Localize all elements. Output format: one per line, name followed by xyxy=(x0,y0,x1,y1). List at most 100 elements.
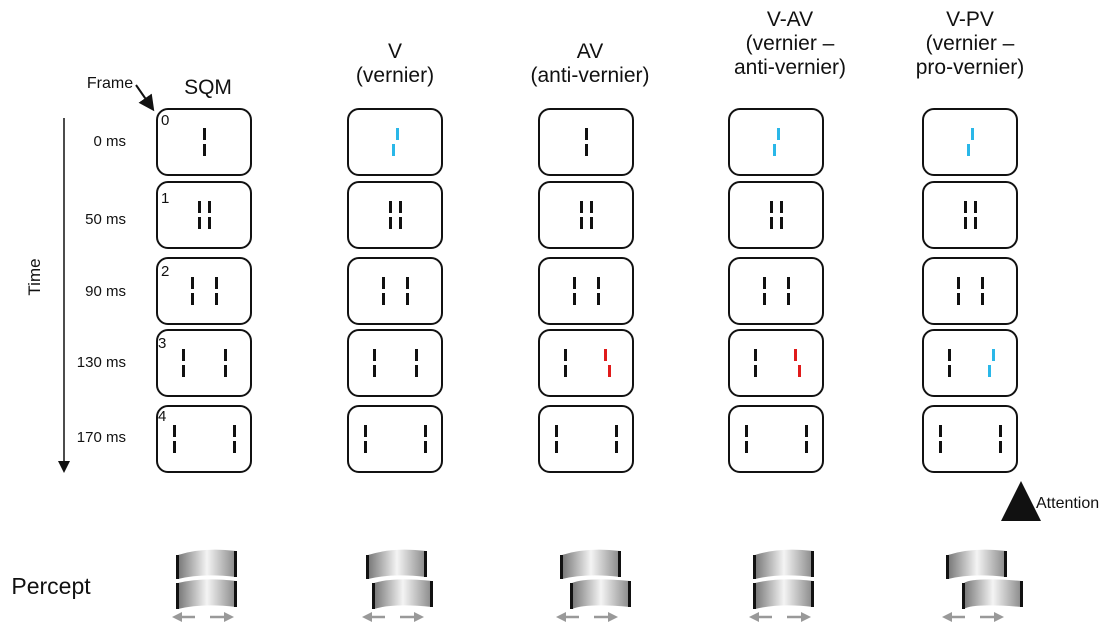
line-right-top xyxy=(208,201,211,213)
line-center-top xyxy=(971,128,974,140)
line-left-bottom xyxy=(364,441,367,453)
line-right-top xyxy=(787,277,790,289)
line-right-top xyxy=(794,349,797,361)
line-right-bottom xyxy=(974,217,977,229)
frame-c4-r1 xyxy=(922,181,1018,249)
frame-number-1: 1 xyxy=(161,190,170,207)
line-right-bottom xyxy=(805,441,808,453)
line-right-bottom xyxy=(615,441,618,453)
line-right-top xyxy=(597,277,600,289)
frame-pointer-arrow xyxy=(135,84,155,112)
attention-label: Attention xyxy=(1036,495,1100,512)
frame-label: Frame xyxy=(86,75,134,92)
line-right-bottom xyxy=(399,217,402,229)
line-right-top xyxy=(215,277,218,289)
line-left-bottom xyxy=(555,441,558,453)
col-title-v: V (vernier) xyxy=(330,40,460,88)
frame-c0-r4 xyxy=(156,405,252,473)
line-left-top xyxy=(948,349,951,361)
percept-1 xyxy=(362,549,433,622)
line-right-bottom xyxy=(798,365,801,377)
line-right-bottom xyxy=(780,217,783,229)
col-title-av: AV (anti-vernier) xyxy=(510,40,670,88)
frame-c0-r3 xyxy=(156,329,252,397)
time-label-4: 170 ms xyxy=(76,429,126,446)
line-left-bottom xyxy=(373,365,376,377)
line-left-top xyxy=(382,277,385,289)
line-right-top xyxy=(981,277,984,289)
line-center-bottom xyxy=(203,144,206,156)
col-title-v-line1: V xyxy=(387,40,402,63)
line-right-bottom xyxy=(424,441,427,453)
col-title-v-av-line2: (vernier – xyxy=(745,32,835,55)
line-left-top xyxy=(573,277,576,289)
col-title-v-pv-line2: (vernier – xyxy=(925,32,1015,55)
line-right-top xyxy=(399,201,402,213)
line-left-top xyxy=(763,277,766,289)
line-right-top xyxy=(615,425,618,437)
line-left-bottom xyxy=(573,293,576,305)
line-left-top xyxy=(555,425,558,437)
percept-2 xyxy=(556,549,631,622)
frame-c4-r2 xyxy=(922,257,1018,325)
frame-c2-r0 xyxy=(538,108,634,176)
line-center-top xyxy=(396,128,399,140)
col-title-v-pv-line3: pro-vernier) xyxy=(915,56,1025,79)
frame-c2-r1 xyxy=(538,181,634,249)
line-left-top xyxy=(191,277,194,289)
line-left-top xyxy=(745,425,748,437)
line-left-bottom xyxy=(957,293,960,305)
line-right-top xyxy=(780,201,783,213)
frame-c0-r0 xyxy=(156,108,252,176)
col-title-v-av-line1: V-AV xyxy=(766,8,814,31)
line-center-bottom xyxy=(773,144,776,156)
line-right-top xyxy=(805,425,808,437)
col-title-av-line2: (anti-vernier) xyxy=(530,64,650,87)
line-right-bottom xyxy=(208,217,211,229)
frame-c2-r3 xyxy=(538,329,634,397)
line-left-bottom xyxy=(382,293,385,305)
line-right-top xyxy=(424,425,427,437)
col-title-v-av-line3: anti-vernier) xyxy=(733,56,847,79)
line-right-top xyxy=(233,425,236,437)
line-center-bottom xyxy=(585,144,588,156)
frame-c4-r3 xyxy=(922,329,1018,397)
line-right-bottom xyxy=(787,293,790,305)
line-left-bottom xyxy=(763,293,766,305)
frame-number-2: 2 xyxy=(161,263,170,280)
line-left-top xyxy=(770,201,773,213)
line-left-bottom xyxy=(964,217,967,229)
line-left-top xyxy=(964,201,967,213)
line-right-bottom xyxy=(590,217,593,229)
col-title-v-av: V-AV (vernier – anti-vernier) xyxy=(700,8,880,80)
time-label-3: 130 ms xyxy=(76,354,126,371)
line-left-top xyxy=(373,349,376,361)
col-title-v-line2: (vernier) xyxy=(355,64,435,87)
line-left-bottom xyxy=(173,441,176,453)
line-right-bottom xyxy=(415,365,418,377)
line-right-bottom xyxy=(981,293,984,305)
line-left-top xyxy=(754,349,757,361)
frame-c0-r1 xyxy=(156,181,252,249)
line-left-bottom xyxy=(182,365,185,377)
line-right-bottom xyxy=(215,293,218,305)
line-left-top xyxy=(939,425,942,437)
line-right-top xyxy=(415,349,418,361)
col-title-av-line1: AV xyxy=(576,40,604,63)
line-right-top xyxy=(604,349,607,361)
line-right-top xyxy=(992,349,995,361)
percept-label: Percept xyxy=(11,573,91,599)
frame-c1-r0 xyxy=(347,108,443,176)
line-right-top xyxy=(590,201,593,213)
line-left-top xyxy=(389,201,392,213)
line-right-bottom xyxy=(233,441,236,453)
frame-number-3: 3 xyxy=(158,335,167,352)
time-label-0: 0 ms xyxy=(93,133,126,150)
time-label-1: 50 ms xyxy=(85,211,126,228)
frame-c3-r0 xyxy=(728,108,824,176)
frame-c3-r1 xyxy=(728,181,824,249)
frame-c1-r4 xyxy=(347,405,443,473)
line-center-top xyxy=(585,128,588,140)
line-center-top xyxy=(777,128,780,140)
frame-c3-r3 xyxy=(728,329,824,397)
